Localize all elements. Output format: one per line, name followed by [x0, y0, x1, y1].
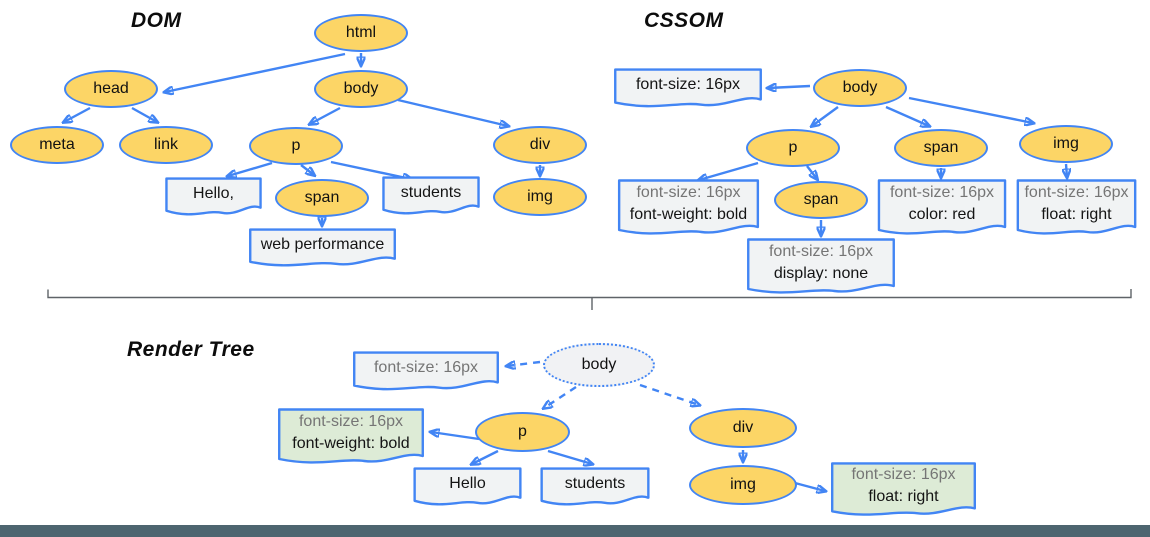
cssom-node-span: span	[894, 129, 988, 167]
bottom-bar	[0, 525, 1150, 537]
arrow-cssom-body-img	[908, 96, 1033, 123]
arrow-body-p	[310, 106, 341, 124]
arrow-render-p-students	[547, 449, 592, 464]
document-shape	[617, 179, 760, 239]
css-rule-line: font-weight: bold	[292, 435, 410, 452]
render-text-students: students	[540, 467, 650, 510]
arrow-cssom-p-rule	[699, 161, 759, 180]
arrow-cssom-body-span	[885, 105, 929, 126]
document-shape	[382, 176, 480, 219]
text-node-label: web performance	[260, 235, 385, 253]
text-node-label: students	[564, 474, 626, 492]
css-rule-line: font-size: 16px	[373, 359, 479, 376]
arrow-body-div	[397, 98, 508, 126]
css-rule-line: font-size: 16px	[635, 76, 741, 93]
arrow-render-p-rule	[431, 432, 480, 441]
arrow-cssom-body-p	[812, 106, 839, 126]
dom-node-span: span	[275, 179, 369, 217]
arrow-render-p-hello	[472, 449, 499, 464]
document-shape	[830, 462, 977, 520]
render-rule-img: font-size: 16px float: right	[830, 462, 977, 520]
arrow-p-hello	[228, 161, 273, 176]
cssom-node-span-child: span	[774, 181, 868, 219]
css-rule-line: font-size: 16px	[636, 184, 741, 201]
cssom-rule-img: font-size: 16px float: right	[1016, 179, 1137, 239]
cssom-node-body: body	[813, 69, 907, 107]
css-rule-line: font-size: 16px	[298, 413, 404, 430]
css-rule-line: font-weight: bold	[629, 206, 748, 223]
arrow-p-span	[300, 164, 314, 175]
cssom-rule-body: font-size: 16px	[613, 68, 763, 112]
render-tree-title: Render Tree	[127, 338, 255, 361]
arrow-cssom-img-rule	[1066, 163, 1067, 177]
arrow-html-head	[165, 52, 346, 92]
merge-bracket	[47, 289, 1132, 310]
arrow-head-meta	[64, 106, 91, 122]
render-rule-body: font-size: 16px	[352, 351, 500, 395]
cssom-node-img: img	[1019, 125, 1113, 163]
arrow-cssom-p-span	[806, 165, 817, 179]
dom-text-web-performance: web performance	[248, 228, 397, 271]
document-shape	[613, 68, 763, 112]
dom-node-img: img	[493, 178, 587, 216]
dom-node-body: body	[314, 70, 408, 108]
dom-text-students: students	[382, 176, 480, 219]
document-shape	[352, 351, 500, 395]
render-node-div: div	[689, 408, 797, 448]
document-shape	[540, 467, 650, 510]
css-rule-line: font-size: 16px	[889, 184, 995, 201]
document-shape	[746, 238, 896, 298]
css-rule-line: font-size: 16px	[851, 466, 956, 483]
css-rule-line: display: none	[773, 265, 869, 282]
text-node-label: Hello	[449, 474, 486, 492]
document-shape	[877, 179, 1007, 239]
arrow-cssom-body-rule	[768, 86, 811, 88]
dom-node-link: link	[119, 126, 213, 164]
arrow-p-students	[330, 160, 411, 179]
dom-node-head: head	[64, 70, 158, 108]
render-text-hello: Hello	[413, 467, 522, 510]
css-rule-line: font-size: 16px	[1024, 184, 1129, 201]
render-node-img: img	[689, 465, 797, 505]
cssom-rule-p: font-size: 16px font-weight: bold	[617, 179, 760, 239]
document-shape	[413, 467, 522, 510]
css-rule-line: font-size: 16px	[768, 243, 874, 260]
cssom-title: CSSOM	[644, 9, 724, 32]
render-rule-p: font-size: 16px font-weight: bold	[277, 408, 425, 468]
dom-title: DOM	[131, 9, 182, 32]
render-node-body: body	[543, 343, 655, 387]
dom-node-div: div	[493, 126, 587, 164]
text-node-label: students	[400, 183, 462, 201]
dom-node-meta: meta	[10, 126, 104, 164]
cssom-rule-span-child: font-size: 16px display: none	[746, 238, 896, 298]
text-node-label: Hello,	[193, 184, 234, 202]
dom-text-hello: Hello,	[165, 177, 262, 220]
cssom-rule-span: font-size: 16px color: red	[877, 179, 1007, 239]
css-rule-line: float: right	[1041, 206, 1112, 223]
document-shape	[1016, 179, 1137, 239]
document-shape	[165, 177, 262, 220]
css-rule-line: float: right	[868, 488, 939, 505]
arrow-render-body-rule	[507, 362, 541, 366]
document-shape	[277, 408, 425, 468]
arrow-render-body-div	[639, 383, 699, 405]
arrow-render-body-p	[544, 385, 577, 408]
dom-node-html: html	[314, 14, 408, 52]
arrow-render-img-rule	[794, 481, 825, 491]
dom-node-p: p	[249, 127, 343, 165]
cssom-node-p: p	[746, 129, 840, 167]
render-node-p: p	[475, 412, 570, 452]
document-shape	[248, 228, 397, 271]
arrow-head-link	[131, 106, 157, 122]
css-rule-line: color: red	[908, 206, 976, 223]
